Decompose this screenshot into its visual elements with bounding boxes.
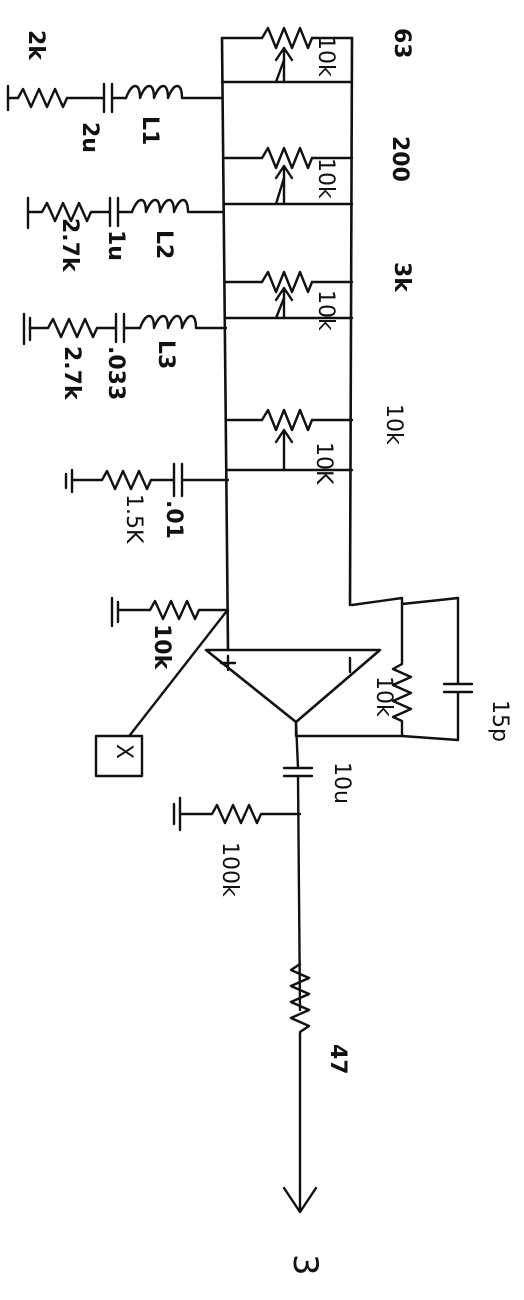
input-section: [110, 596, 230, 737]
output-gnd-resistor: [178, 803, 302, 825]
band-63-resistor: [6, 87, 94, 109]
pot-3k-label: 10k: [313, 290, 338, 331]
pot-3k-wiring: [224, 280, 354, 320]
pot-200-wiring: [222, 156, 354, 206]
input-resistor: [116, 599, 230, 621]
band-10k-resistor: [70, 469, 170, 491]
pot-200-label: 10k: [313, 158, 338, 199]
band-63-capacitor: [90, 82, 128, 114]
pot-10k-wiper-arrow: [274, 428, 294, 472]
feedback-res-label: 10k: [371, 676, 396, 717]
feedback-cap-label: 15p: [487, 700, 512, 742]
switch-lever: [128, 610, 228, 737]
pot-200-resistor: [260, 146, 314, 170]
feedback-bottom-wire: [294, 720, 460, 742]
input-res-label: 10k: [149, 624, 174, 670]
feedback-top-wire: [350, 596, 460, 607]
coil-1-label: L1: [137, 116, 162, 146]
res-1-label: 2k: [23, 30, 48, 60]
res-2-label: 2.7k: [57, 218, 82, 272]
band-3k-inductor: [138, 314, 228, 330]
band-63-freq-label: 63: [389, 28, 414, 59]
output-gnd-res-label: 100k: [217, 842, 242, 897]
output-wire: [294, 720, 300, 770]
output-arrow: [282, 1184, 318, 1214]
band-63-inductor: [124, 84, 224, 100]
band-3k: [22, 270, 354, 346]
band-200-capacitor: [96, 196, 134, 228]
band-10k-freq-label: 10k: [381, 404, 406, 445]
feedback-network: [294, 596, 474, 742]
pot-3k-wiper-arrow: [274, 286, 294, 320]
band-10k-capacitor: [166, 462, 230, 498]
opamp-triangle: [204, 648, 382, 724]
band-3k-resistor: [28, 317, 108, 339]
plus-sign: [219, 654, 237, 672]
x-box: [94, 734, 144, 778]
band-200-resistor: [26, 201, 100, 223]
pot-10k-wiring: [226, 418, 354, 472]
pot-10k-label: 10K: [311, 442, 336, 485]
input-ground: [110, 596, 120, 628]
plus-input-bus: [220, 36, 230, 652]
band-3k-ground: [22, 312, 32, 346]
pot-200-wiper-arrow: [274, 164, 294, 206]
coil-2-label: L2: [151, 230, 176, 260]
page-number: 3: [285, 1254, 325, 1276]
res-4-label: 1.5K: [121, 494, 146, 544]
band-63: [6, 26, 354, 114]
coil-3-label: L3: [153, 340, 178, 370]
cap-1-label: 2u: [77, 122, 102, 153]
output-series-res-label: 47: [325, 1044, 350, 1075]
cap-2-label: 1u: [103, 230, 128, 261]
pot-63-wiring: [220, 36, 354, 84]
pot-3k-resistor: [260, 270, 314, 294]
pot-63-label: 10k: [313, 36, 338, 77]
band-200-freq-label: 200: [387, 136, 412, 182]
feedback-resistor: [391, 602, 413, 738]
feedback-cap: [442, 596, 474, 742]
band-3k-capacitor: [104, 312, 142, 344]
band-3k-freq-label: 3k: [389, 262, 414, 292]
band-200: [26, 146, 354, 230]
res-3-label: 2.7k: [59, 346, 84, 400]
x-box-label: X: [111, 744, 136, 760]
minus-input-bus: [348, 36, 354, 607]
band-200-inductor: [130, 198, 226, 214]
pot-63-resistor: [260, 26, 314, 50]
cap-3-label: .033: [103, 346, 128, 401]
output-series-resistor: [289, 962, 311, 1188]
cap-4-label: .01: [161, 500, 186, 539]
pot-10k-resistor: [260, 408, 314, 432]
output-cap-label: 10u: [329, 762, 354, 804]
output-section: [172, 720, 318, 1214]
pot-63-wiper-arrow: [274, 46, 294, 84]
band-10k: [64, 408, 354, 498]
band-10k-ground: [64, 468, 74, 494]
